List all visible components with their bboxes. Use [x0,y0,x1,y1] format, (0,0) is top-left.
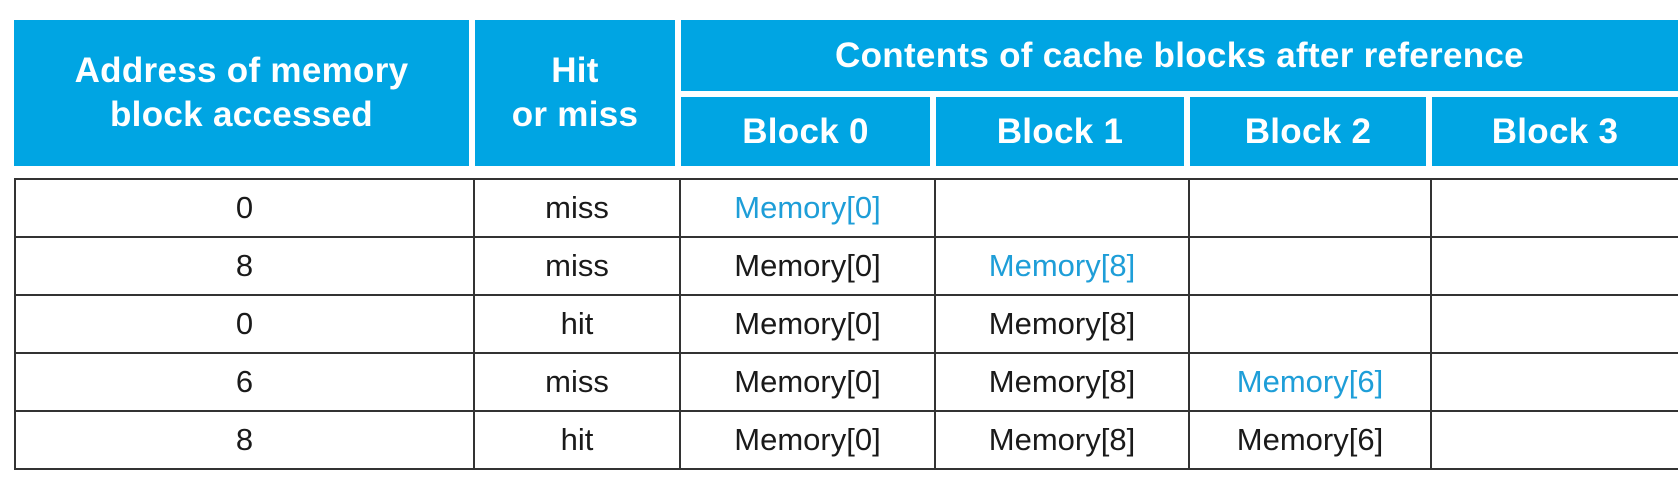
table-header: Address of memory block accessed Hit or … [14,20,1678,166]
block-3-cell [1432,180,1678,236]
block-3-cell [1432,238,1678,294]
header-block-1: Block 1 [936,97,1184,166]
header-address-line2: block accessed [110,95,373,134]
block-3-cell [1432,412,1678,468]
block-3-cell [1432,296,1678,352]
block-1-cell: Memory[8] [936,354,1190,410]
table-body: 0 miss Memory[0] 8 miss Memory[0] Memory… [14,178,1678,470]
block-0-cell: Memory[0] [681,238,936,294]
block-1-cell: Memory[8] [936,296,1190,352]
block-2-cell: Memory[6] [1190,412,1432,468]
header-block-0: Block 0 [681,97,930,166]
header-block-2: Block 2 [1190,97,1426,166]
block-0-cell: Memory[0] [681,354,936,410]
table-row: 0 miss Memory[0] [16,180,1678,238]
block-2-cell [1190,296,1432,352]
table-row: 8 hit Memory[0] Memory[8] Memory[6] [16,412,1678,468]
table-row: 8 miss Memory[0] Memory[8] [16,238,1678,296]
header-address-line1: Address of memory [74,51,409,90]
block-2-cell [1190,180,1432,236]
address-cell: 8 [16,238,475,294]
hit-miss-cell: miss [475,354,681,410]
block-1-cell: Memory[8] [936,238,1190,294]
address-cell: 0 [16,296,475,352]
address-cell: 0 [16,180,475,236]
block-2-cell [1190,238,1432,294]
block-0-cell: Memory[0] [681,180,936,236]
header-contents: Contents of cache blocks after reference [681,20,1678,91]
address-cell: 6 [16,354,475,410]
hit-miss-cell: miss [475,180,681,236]
cache-table: Address of memory block accessed Hit or … [14,20,1678,470]
header-hit-line1: Hit [551,51,599,90]
table-row: 0 hit Memory[0] Memory[8] [16,296,1678,354]
hit-miss-cell: hit [475,412,681,468]
block-1-cell: Memory[8] [936,412,1190,468]
hit-miss-cell: hit [475,296,681,352]
block-0-cell: Memory[0] [681,412,936,468]
block-0-cell: Memory[0] [681,296,936,352]
block-3-cell [1432,354,1678,410]
hit-miss-cell: miss [475,238,681,294]
block-2-cell: Memory[6] [1190,354,1432,410]
address-cell: 8 [16,412,475,468]
header-address: Address of memory block accessed [14,20,469,166]
header-hit-or-miss: Hit or miss [475,20,675,166]
header-block-3: Block 3 [1432,97,1678,166]
header-hit-line2: or miss [511,95,639,134]
table-row: 6 miss Memory[0] Memory[8] Memory[6] [16,354,1678,412]
block-1-cell [936,180,1190,236]
